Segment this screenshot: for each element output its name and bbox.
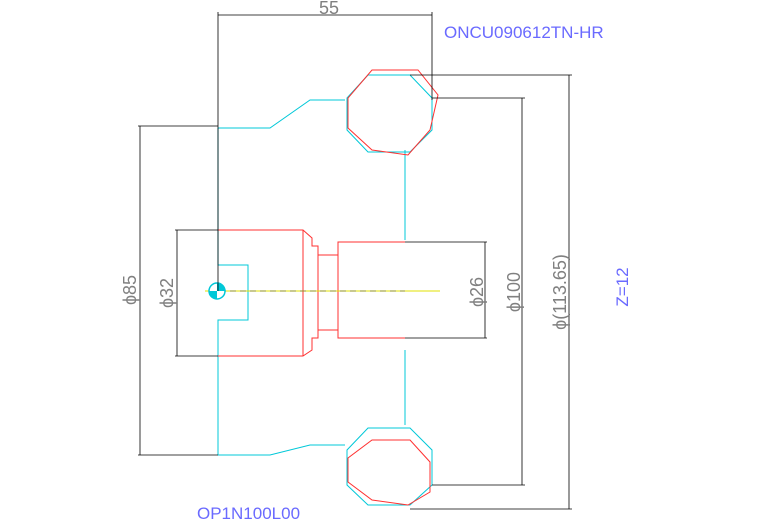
dim-55-text: 55 — [319, 0, 339, 18]
cutter-body-outline — [217, 99, 406, 456]
dim-dia-85: ϕ85 — [120, 125, 218, 456]
dim-85-text: ϕ85 — [120, 275, 140, 305]
bottom-insert-red — [347, 439, 431, 506]
holder-code-label: OP1N100L00 — [197, 504, 300, 523]
dim-32-text: ϕ32 — [157, 278, 177, 308]
dim-width-55: 55 — [217, 0, 433, 291]
dim-100-text: ϕ100 — [504, 272, 524, 312]
top-insert-red — [347, 69, 439, 156]
top-insert-cyan — [346, 74, 433, 153]
dim-dia-113: ϕ(113.65) — [410, 74, 572, 510]
teeth-count-label: Z=12 — [613, 267, 632, 306]
dim-113-text: ϕ(113.65) — [550, 254, 570, 330]
insert-code-label: ONCU090612TN-HR — [444, 23, 604, 42]
dim-dia-32: ϕ32 — [157, 229, 218, 357]
origin-marker-icon — [208, 282, 226, 300]
shank-outline — [218, 229, 405, 357]
dim-dia-100: ϕ100 — [432, 97, 525, 486]
dim-26-text: ϕ26 — [467, 277, 487, 307]
bottom-insert-cyan — [346, 427, 433, 506]
dim-dia-26: ϕ26 — [405, 241, 487, 339]
